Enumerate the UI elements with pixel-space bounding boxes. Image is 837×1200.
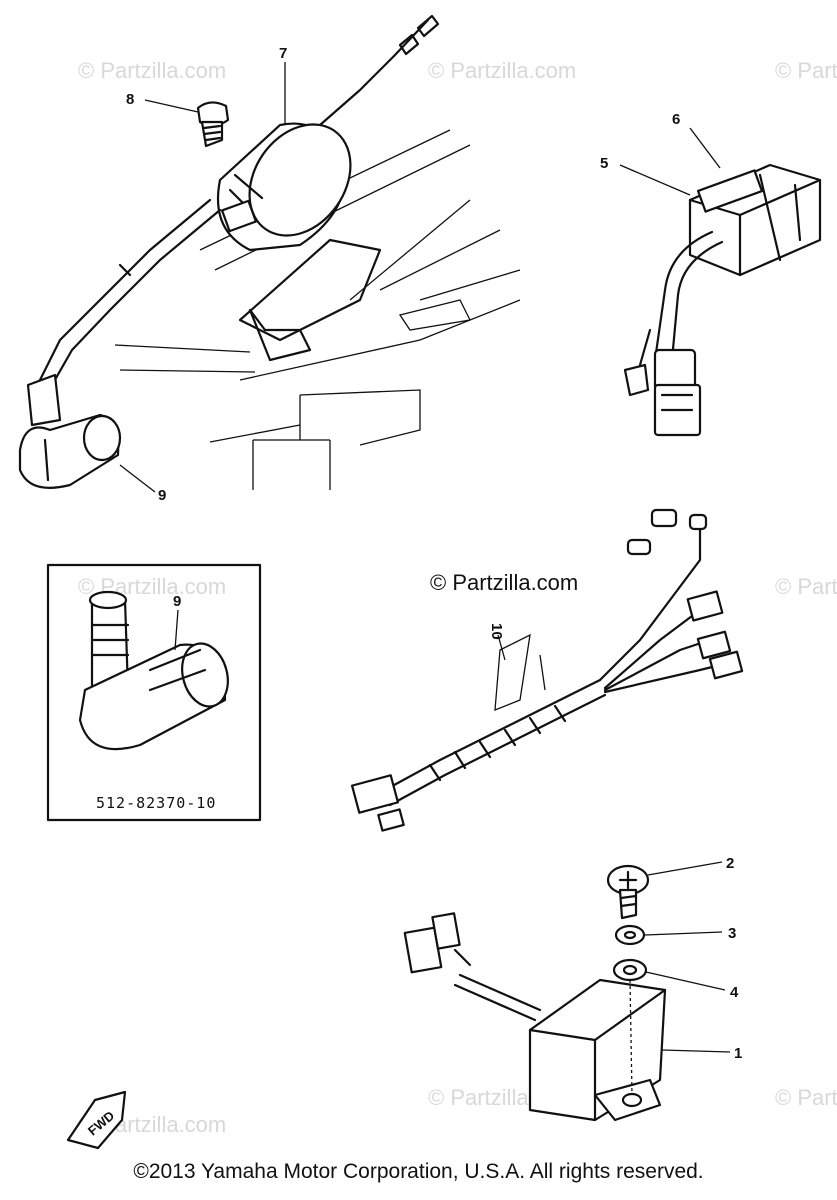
washer-3 [614,924,646,946]
inset-part-number: 512-82370-10 [96,794,216,812]
ignition-unit [403,912,667,1122]
callout-10: 10 [488,623,505,640]
watermark: © Partzilla.com [428,58,576,83]
watermark: © Partzilla.com [775,58,837,83]
ignition-coil [26,14,440,427]
inset-box: 512-82370-10 [46,563,262,822]
frame-outline [114,129,521,490]
callout-1: 1 [734,1045,742,1062]
callout-4: 4 [730,984,739,1001]
bolt-8 [196,101,230,148]
callout-6: 6 [672,111,680,128]
watermarks: © Partzilla.com © Partzilla.com © Partzi… [78,58,837,1137]
callout-7: 7 [279,45,287,62]
callout-2: 2 [726,855,734,872]
watermark: © Partzilla.com [775,574,837,599]
callout-3: 3 [728,925,736,942]
copyright-text: ©2013 Yamaha Motor Corporation, U.S.A. A… [133,1160,704,1183]
spark-plug-cap [18,413,122,489]
front-arrow-icon: FWD [66,1090,127,1150]
callout-5: 5 [600,155,608,172]
callout-8: 8 [126,91,134,108]
wire-harness [350,508,744,832]
callout-9: 9 [158,487,166,504]
screw-2 [606,864,650,920]
washer-4 [612,958,648,1096]
cdi-unit [623,163,822,437]
watermark: © Partzilla.com [78,58,226,83]
callouts: 7 8 9 9 6 5 10 2 3 4 1 [126,45,742,1062]
callout-9-inset: 9 [173,593,181,610]
watermark-center: © Partzilla.com [430,570,578,595]
watermark: © Partzilla.com [775,1085,837,1110]
leader-lines [119,62,731,1053]
